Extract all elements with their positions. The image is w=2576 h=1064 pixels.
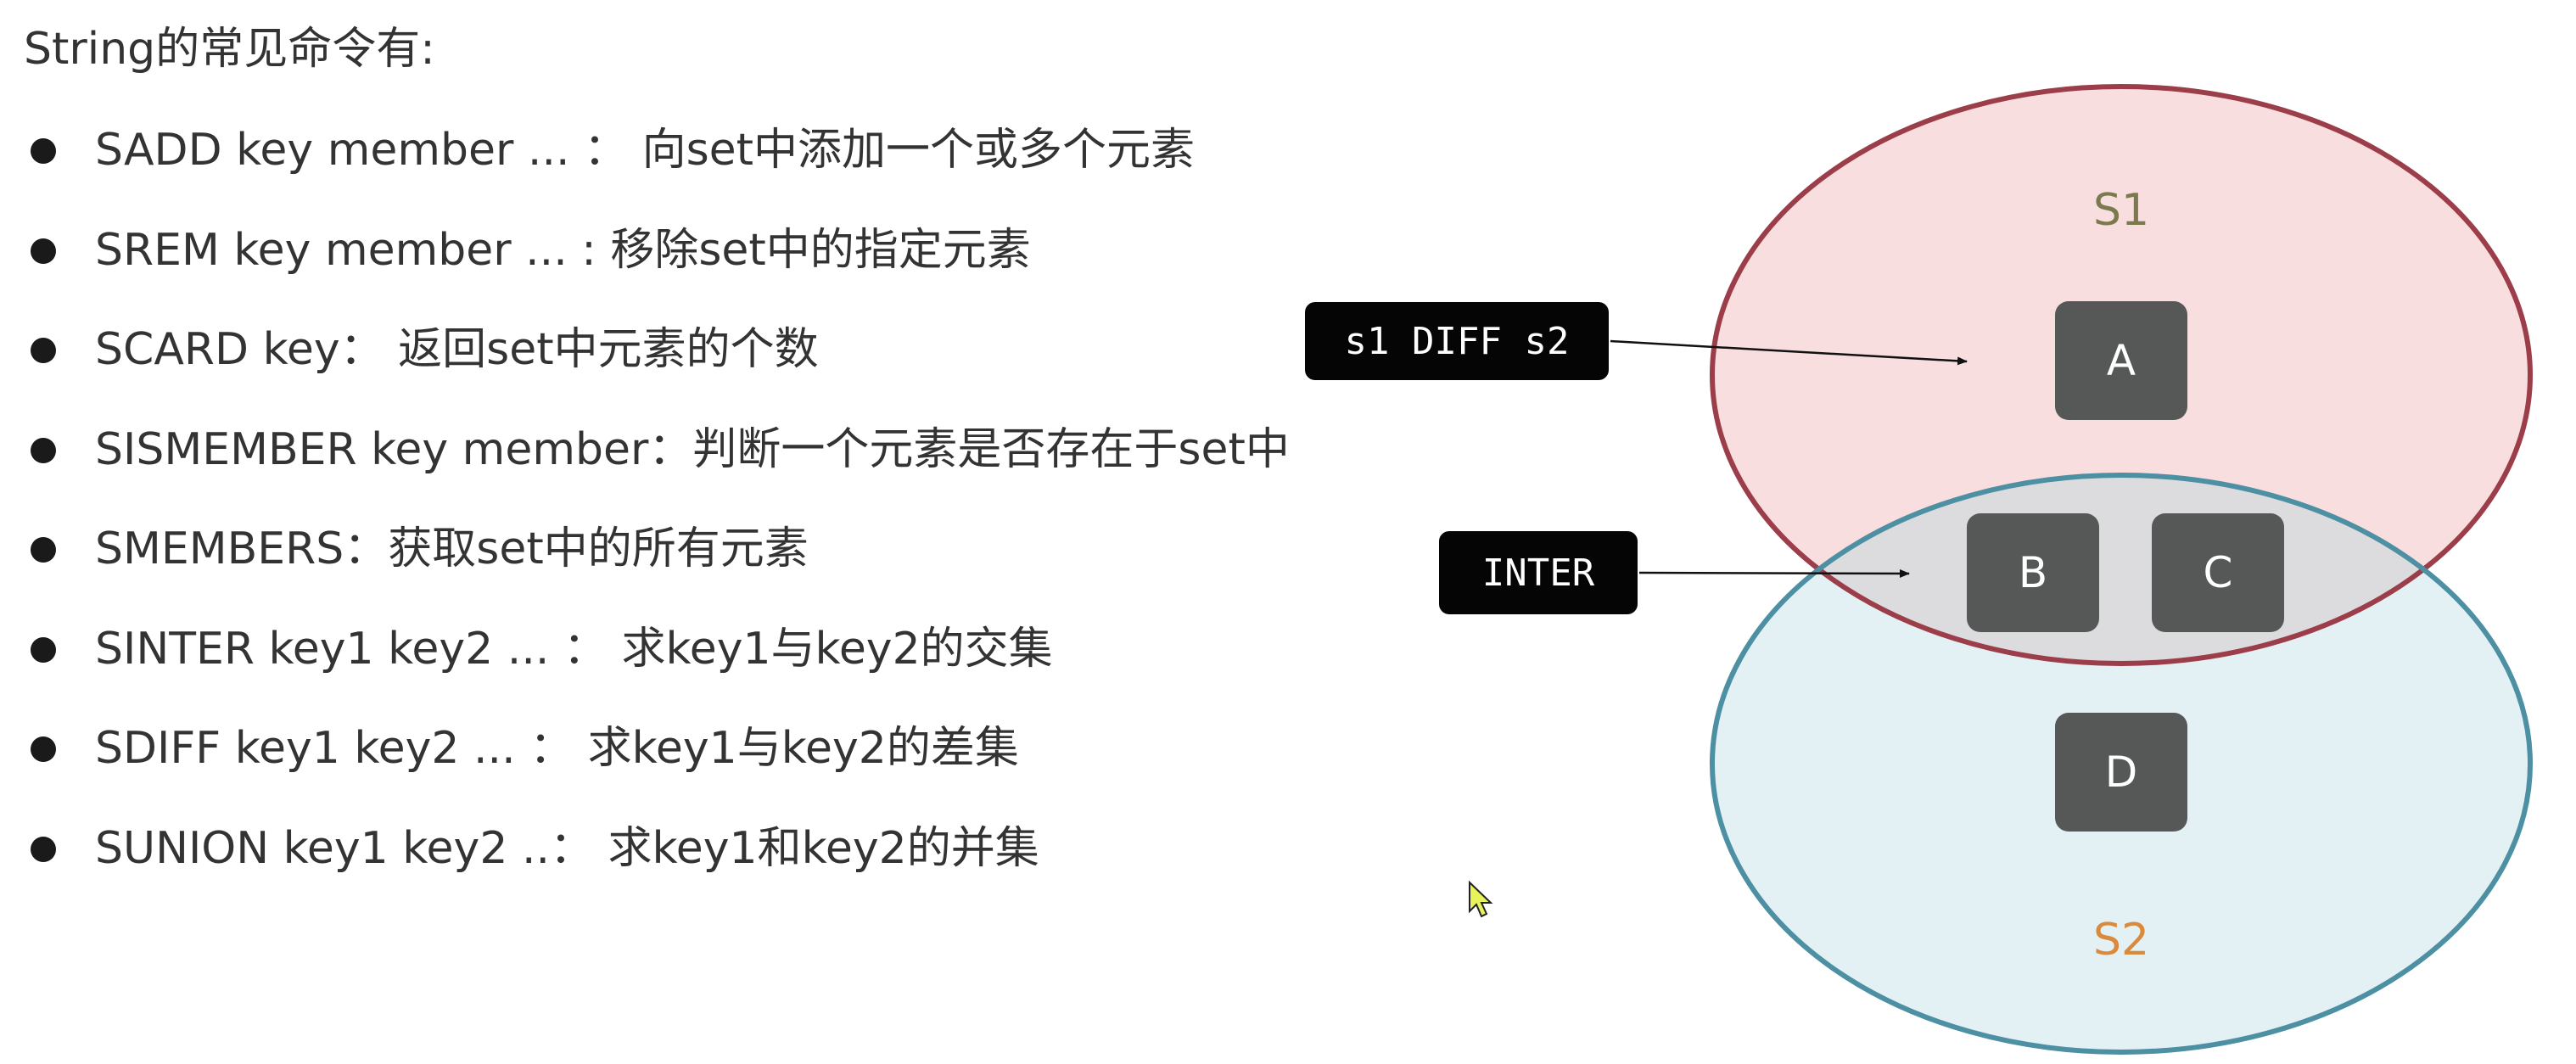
list-item-scard: SCARD key： 返回set中元素的个数 — [24, 316, 1290, 417]
command-text: SADD key member ... ： 向set中添加一个或多个元素 — [95, 125, 1196, 176]
bullet-icon — [31, 636, 56, 663]
element-a-label: A — [2107, 336, 2136, 385]
command-list: SADD key member ... ： 向set中添加一个或多个元素 SRE… — [24, 117, 1290, 915]
list-item-sinter: SINTER key1 key2 ... ： 求key1与key2的交集 — [24, 616, 1290, 716]
diff-label: s1 DIFF s2 — [1345, 320, 1570, 363]
bullet-icon — [31, 238, 56, 264]
element-c-label: C — [2204, 548, 2233, 597]
bullet-icon — [31, 338, 56, 363]
page-title: String的常见命令有: — [24, 24, 435, 75]
set-s1-outline — [1710, 84, 2533, 666]
list-item-sdiff: SDIFF key1 key2 ... ： 求key1与key2的差集 — [24, 715, 1290, 815]
bullet-icon — [31, 736, 56, 762]
inter-label: INTER — [1482, 552, 1595, 595]
diff-arrow — [1610, 339, 1968, 366]
list-item-srem: SREM key member ... : 移除set中的指定元素 — [24, 217, 1290, 317]
list-item-sismember: SISMEMBER key member：判断一个元素是否存在于set中 — [24, 417, 1290, 517]
command-text: SISMEMBER key member：判断一个元素是否存在于set中 — [95, 423, 1290, 475]
command-text: SUNION key1 key2 ..： 求key1和key2的并集 — [95, 822, 1039, 874]
element-node-b: B — [1967, 513, 2099, 632]
set-s2-outline — [1710, 473, 2533, 1055]
bullet-icon — [31, 138, 56, 164]
diff-callout: s1 DIFF s2 — [1305, 302, 1968, 380]
cursor-icon — [1469, 880, 1493, 918]
bullet-icon — [31, 836, 56, 862]
element-b-label: B — [2019, 548, 2047, 597]
inter-callout: INTER — [1439, 531, 1910, 614]
command-text: SMEMBERS：获取set中的所有元素 — [95, 524, 809, 574]
bullet-icon — [31, 437, 56, 463]
command-text: SREM key member ... : 移除set中的指定元素 — [95, 224, 1031, 276]
inter-arrow — [1638, 568, 1910, 578]
set-s1-label: S1 — [2093, 185, 2149, 236]
element-node-a: A — [2055, 301, 2187, 420]
element-node-d: D — [2055, 713, 2187, 832]
command-text: SINTER key1 key2 ... ： 求key1与key2的交集 — [95, 623, 1053, 675]
command-text: SDIFF key1 key2 ... ： 求key1与key2的差集 — [95, 723, 1019, 774]
bullet-icon — [31, 537, 56, 563]
set-overlap-region — [1712, 475, 2530, 664]
command-text: SCARD key： 返回set中元素的个数 — [95, 324, 819, 375]
element-node-c: C — [2152, 513, 2284, 632]
list-item-sadd: SADD key member ... ： 向set中添加一个或多个元素 — [24, 117, 1290, 217]
element-d-label: D — [2105, 748, 2138, 797]
set-s2-label: S2 — [2093, 915, 2149, 966]
list-item-sunion: SUNION key1 key2 ..： 求key1和key2的并集 — [24, 815, 1290, 916]
list-item-smembers: SMEMBERS：获取set中的所有元素 — [24, 516, 1290, 616]
